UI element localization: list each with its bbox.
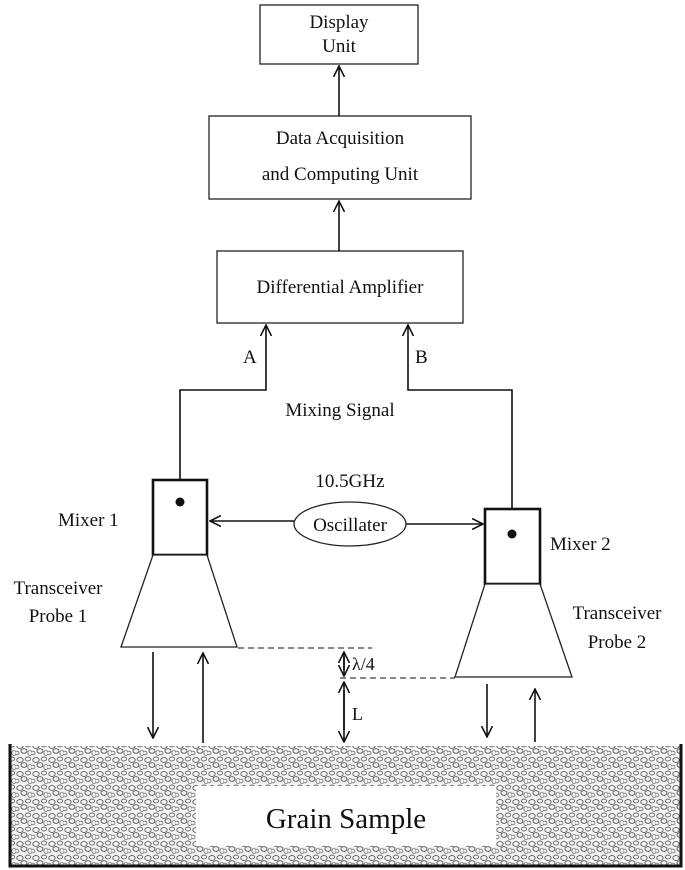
mixing-signal-label: Mixing Signal: [285, 400, 394, 421]
signal-a-line: [179, 325, 266, 502]
data-acquisition-box: [208, 115, 472, 200]
signal-b-line: [408, 325, 513, 534]
grain-sample-container: Grain Sample: [8, 744, 683, 868]
grain-sample-label: Grain Sample: [266, 803, 426, 835]
signal-a-label: A: [243, 347, 257, 368]
display-unit-box: [259, 4, 419, 65]
mixer-1-label: Mixer 1: [58, 510, 119, 531]
container-walls: [8, 744, 683, 868]
probe-1-label-line2: Probe 1: [29, 606, 88, 627]
quarter-wavelength-label: λ/4: [352, 654, 375, 674]
mixer-2-label: Mixer 2: [550, 534, 611, 555]
probe-2-label-line2: Probe 2: [588, 632, 647, 653]
mixer-1-box: [151, 478, 209, 557]
mixer-2-box: [483, 507, 542, 586]
mixer-2-dot: [507, 529, 517, 539]
distance-l-label: L: [352, 704, 363, 724]
probe-2-label-line1: Transceiver: [573, 603, 663, 624]
mixer-1: [151, 478, 209, 557]
transceiver-probe-2-horn: [454, 583, 573, 678]
mixer-1-dot: [175, 497, 185, 507]
display-unit-block: Display Unit: [259, 4, 419, 65]
differential-amplifier-block: Differential Amplifier: [216, 250, 464, 324]
grain-sample-label-box: [196, 786, 496, 846]
display-unit-label-line1: Display: [309, 12, 369, 33]
oscillator-frequency-label: 10.5GHz: [315, 471, 384, 492]
oscillator-label: Oscillater: [313, 515, 388, 536]
data-acquisition-label-line2: and Computing Unit: [262, 164, 419, 185]
transceiver-probe-1-horn: [120, 554, 238, 648]
probe-1-label-line1: Transceiver: [14, 578, 104, 599]
data-acquisition-block: Data Acquisition and Computing Unit: [208, 115, 472, 200]
mixer-2: [483, 507, 542, 586]
differential-amplifier-box: [216, 250, 464, 324]
differential-amplifier-label: Differential Amplifier: [257, 277, 425, 298]
data-acquisition-label-line1: Data Acquisition: [276, 128, 405, 149]
signal-b-label: B: [415, 347, 428, 368]
display-unit-label-line2: Unit: [322, 36, 357, 57]
